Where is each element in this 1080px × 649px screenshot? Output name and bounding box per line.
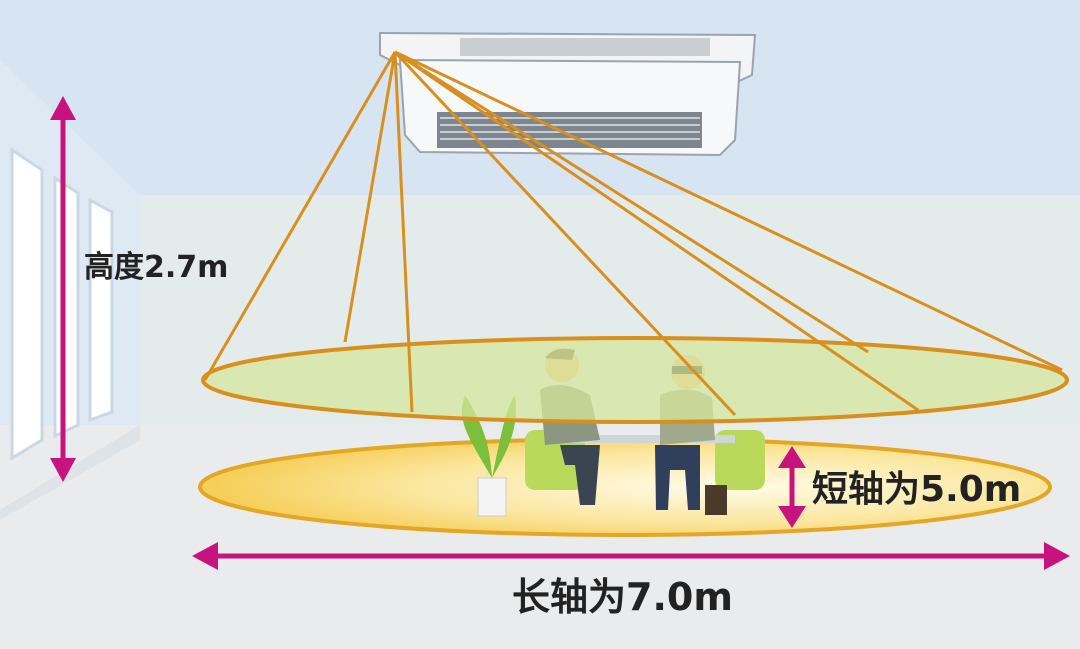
height-label: 高度2.7m [84,250,228,285]
height-arrow [50,96,76,482]
long-axis-label: 长轴为7.0m [512,575,733,619]
detection-area-ellipse [201,336,1069,424]
short-axis-arrow [778,446,806,528]
sensor-lines [203,50,1063,417]
ceiling-ac-unit [379,31,757,157]
long-axis-arrow [192,542,1070,570]
short-axis-label: 短轴为5.0m [812,469,1021,510]
